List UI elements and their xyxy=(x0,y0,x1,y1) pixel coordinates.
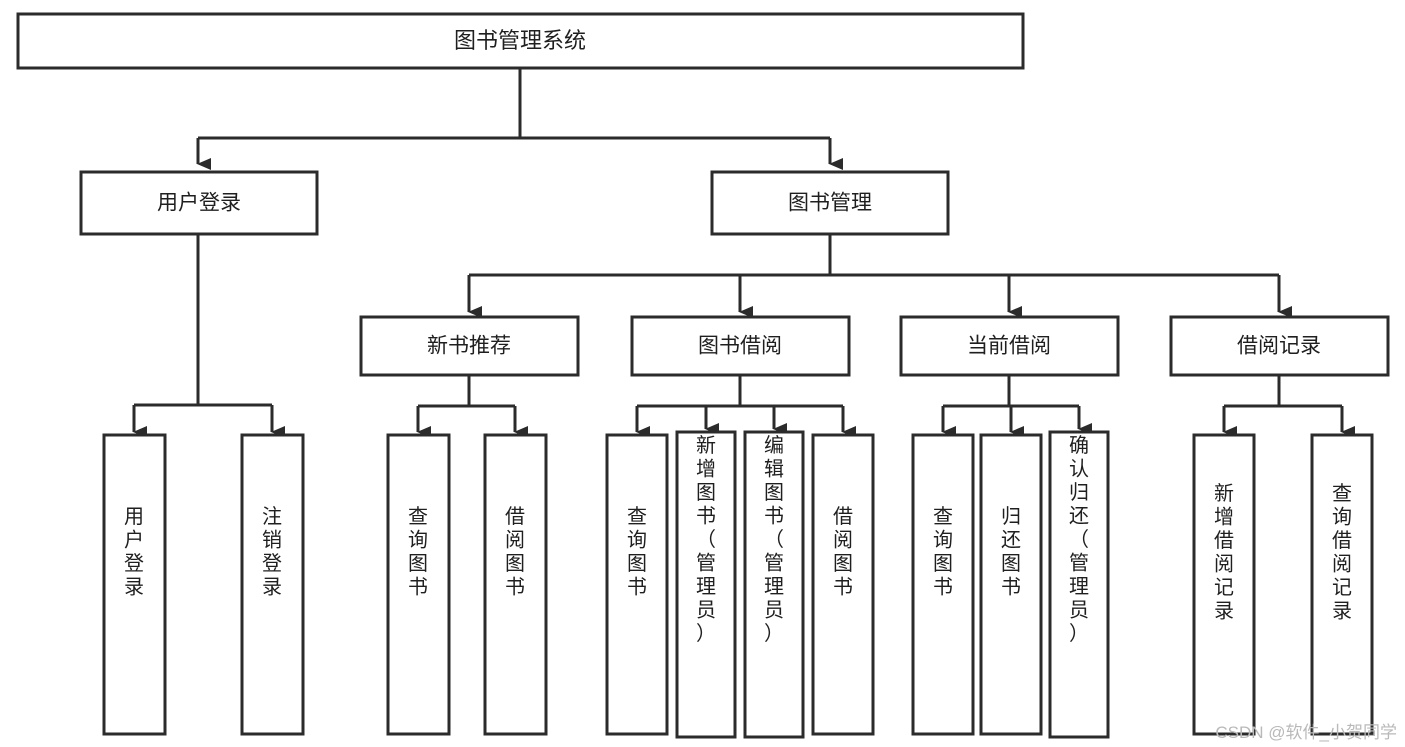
node-label-root: 图书管理系统 xyxy=(454,28,586,53)
node-new-book-recommend[interactable]: 新书推荐 xyxy=(359,315,580,377)
connector-userlogin-to-children xyxy=(132,234,285,438)
connector-newbook-to-children xyxy=(416,375,528,438)
node-user-login[interactable]: 用户登录 xyxy=(79,170,319,236)
node-label-leaf-return-book: 归还图书 xyxy=(1001,505,1021,599)
node-label-leaf-borrow-book-2: 借阅图书 xyxy=(833,505,853,599)
node-label-current-borrow: 当前借阅 xyxy=(967,335,1051,358)
node-label-book-borrow: 图书借阅 xyxy=(698,335,782,358)
node-label-leaf-edit-book-admin: 编辑图书（管理员） xyxy=(764,434,784,645)
connector-borrow-to-children xyxy=(635,375,856,438)
node-leaf-borrow-book-2[interactable]: 借阅图书 xyxy=(811,433,875,736)
node-label-leaf-borrow-book-1: 借阅图书 xyxy=(505,505,525,599)
node-root-system[interactable]: 图书管理系统 xyxy=(16,12,1025,70)
node-leaf-query-book-1[interactable]: 查询图书 xyxy=(386,433,451,736)
node-label-leaf-query-borrow-record: 查询借阅记录 xyxy=(1332,482,1352,623)
node-current-borrow[interactable]: 当前借阅 xyxy=(899,315,1120,377)
node-label-user-login: 用户登录 xyxy=(157,192,241,215)
node-label-leaf-logout: 注销登录 xyxy=(262,505,282,599)
node-book-borrow[interactable]: 图书借阅 xyxy=(630,315,851,377)
node-label-leaf-user-login: 用户登录 xyxy=(124,506,144,599)
node-label-leaf-query-book-1: 查询图书 xyxy=(408,505,428,599)
node-label-leaf-query-book-3: 查询图书 xyxy=(933,505,953,599)
node-label-leaf-query-book-2: 查询图书 xyxy=(627,505,647,599)
node-label-borrow-record: 借阅记录 xyxy=(1237,335,1321,358)
node-label-book-management: 图书管理 xyxy=(788,192,872,215)
node-leaf-borrow-book-1[interactable]: 借阅图书 xyxy=(483,433,548,736)
node-leaf-return-book[interactable]: 归还图书 xyxy=(979,433,1043,736)
node-leaf-query-borrow-record[interactable]: 查询借阅记录 xyxy=(1310,433,1374,736)
connector-current-to-children xyxy=(941,375,1092,438)
node-leaf-query-book-3[interactable]: 查询图书 xyxy=(911,433,975,736)
connector-root-to-level2 xyxy=(196,68,843,170)
node-label-leaf-add-borrow-record: 新增借阅记录 xyxy=(1214,482,1234,623)
connector-bookmgmt-to-level3 xyxy=(467,234,1292,318)
node-borrow-record[interactable]: 借阅记录 xyxy=(1169,315,1390,377)
node-leaf-add-book-admin[interactable]: 新增图书（管理员） xyxy=(675,430,737,739)
node-leaf-logout[interactable]: 注销登录 xyxy=(240,433,305,736)
node-leaf-user-login[interactable]: 用户登录 xyxy=(102,433,167,736)
node-label-leaf-confirm-return-admin: 确认归还（管理员） xyxy=(1069,434,1089,645)
watermark-text: CSDN @软件_小贺同学 xyxy=(1215,723,1397,742)
node-label-new-book-recommend: 新书推荐 xyxy=(427,335,511,358)
connector-record-to-children xyxy=(1222,375,1355,438)
node-label-leaf-add-book-admin: 新增图书（管理员） xyxy=(696,434,716,645)
node-leaf-edit-book-admin[interactable]: 编辑图书（管理员） xyxy=(743,430,805,739)
node-leaf-add-borrow-record[interactable]: 新增借阅记录 xyxy=(1192,433,1256,736)
node-leaf-confirm-return-admin[interactable]: 确认归还（管理员） xyxy=(1048,430,1110,739)
node-leaf-query-book-2[interactable]: 查询图书 xyxy=(605,433,669,736)
node-book-management[interactable]: 图书管理 xyxy=(710,170,950,236)
